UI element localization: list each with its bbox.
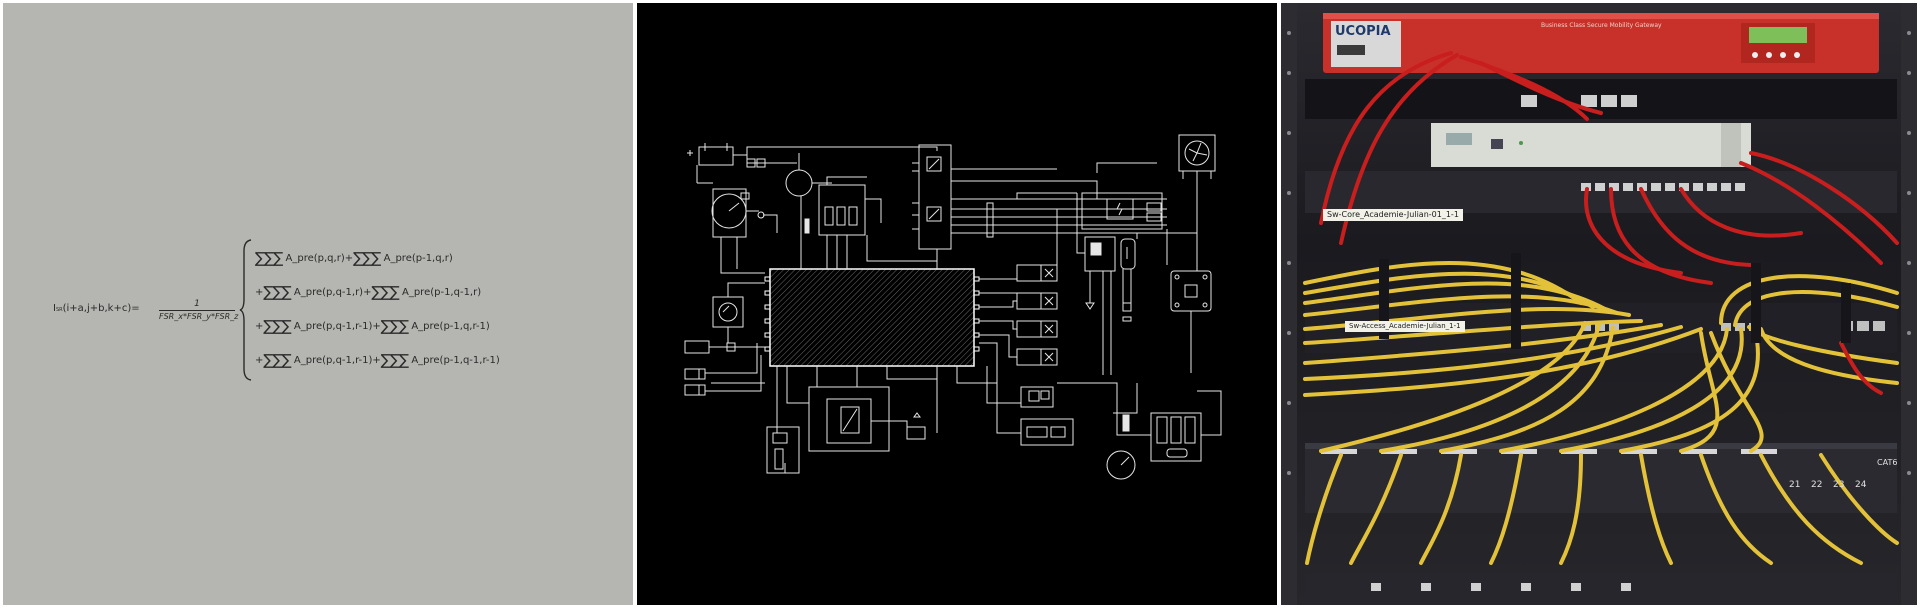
core-switch <box>1305 171 1897 213</box>
core-switch-label: Sw-Core_Academie-Julian-01_1-1 <box>1323 209 1463 221</box>
formula-fraction: 1 FSR_x*FSR_y*FSR_z <box>159 299 239 321</box>
formula-lhs: ISR(i+a,j+b,k+c)= <box>53 303 140 314</box>
port-number-22: 22 <box>1811 480 1823 490</box>
small-gauge <box>1106 450 1136 480</box>
formula-panel: ISR(i+a,j+b,k+c)= 1 FSR_x*FSR_y*FSR_z ∑∑… <box>3 3 633 605</box>
port-number-21: 21 <box>1789 480 1801 490</box>
left-connectors <box>684 340 710 396</box>
module-pins-left <box>764 276 771 352</box>
relay-block <box>818 184 866 236</box>
access-switch-label: Sw-Access_Academie-Julian_1-1 <box>1345 321 1465 332</box>
patch-panel <box>1305 443 1897 513</box>
switch-module-a <box>1020 386 1054 408</box>
formula-line-2: +∑∑∑ A_pre(p,q-1,r)+∑∑∑ A_pre(p-1,q-1,r) <box>255 283 482 301</box>
fuse-box <box>1106 198 1134 220</box>
battery-symbol <box>687 143 734 166</box>
fraction-numerator: 1 <box>194 299 200 309</box>
port-number-23: 23 <box>1833 480 1845 490</box>
circuit-schematic <box>684 134 1222 480</box>
control-unit <box>1084 236 1116 272</box>
cisco-router <box>1431 123 1751 167</box>
fraction-denominator: FSR_x*FSR_y*FSR_z <box>159 312 239 321</box>
appliance-caption: Business Class Secure Mobility Gateway <box>1541 22 1662 29</box>
yellow-cables <box>1303 261 1899 565</box>
switch-module-b <box>1020 418 1074 446</box>
cat-label: CAT6 <box>1877 458 1898 467</box>
plug-box <box>1170 270 1212 312</box>
formula-line-1: ∑∑∑ A_pre(p,q,r)+∑∑∑ A_pre(p-1,q,r) <box>255 249 453 267</box>
relay-pack <box>1150 412 1202 462</box>
network-rack-photo <box>1281 3 1917 605</box>
connector-modules <box>1016 264 1058 366</box>
formula-brace <box>239 239 252 381</box>
formula-line-3: +∑∑∑ A_pre(p,q-1,r-1)+∑∑∑ A_pre(p-1,q,r-… <box>255 317 490 335</box>
formula-line-4: +∑∑∑ A_pre(p,q-1,r-1)+∑∑∑ A_pre(p-1,q-1,… <box>255 351 500 369</box>
ucopia-logo: UCOPIA <box>1335 24 1391 39</box>
central-module <box>769 268 975 367</box>
indicator-box <box>712 296 744 328</box>
schematic-panel <box>637 3 1277 605</box>
port-number-24: 24 <box>1855 480 1867 490</box>
gauge-circle-top <box>785 169 813 197</box>
switch-column <box>918 144 952 250</box>
network-rack-panel: UCOPIA Business Class Secure Mobility Ga… <box>1281 3 1917 605</box>
